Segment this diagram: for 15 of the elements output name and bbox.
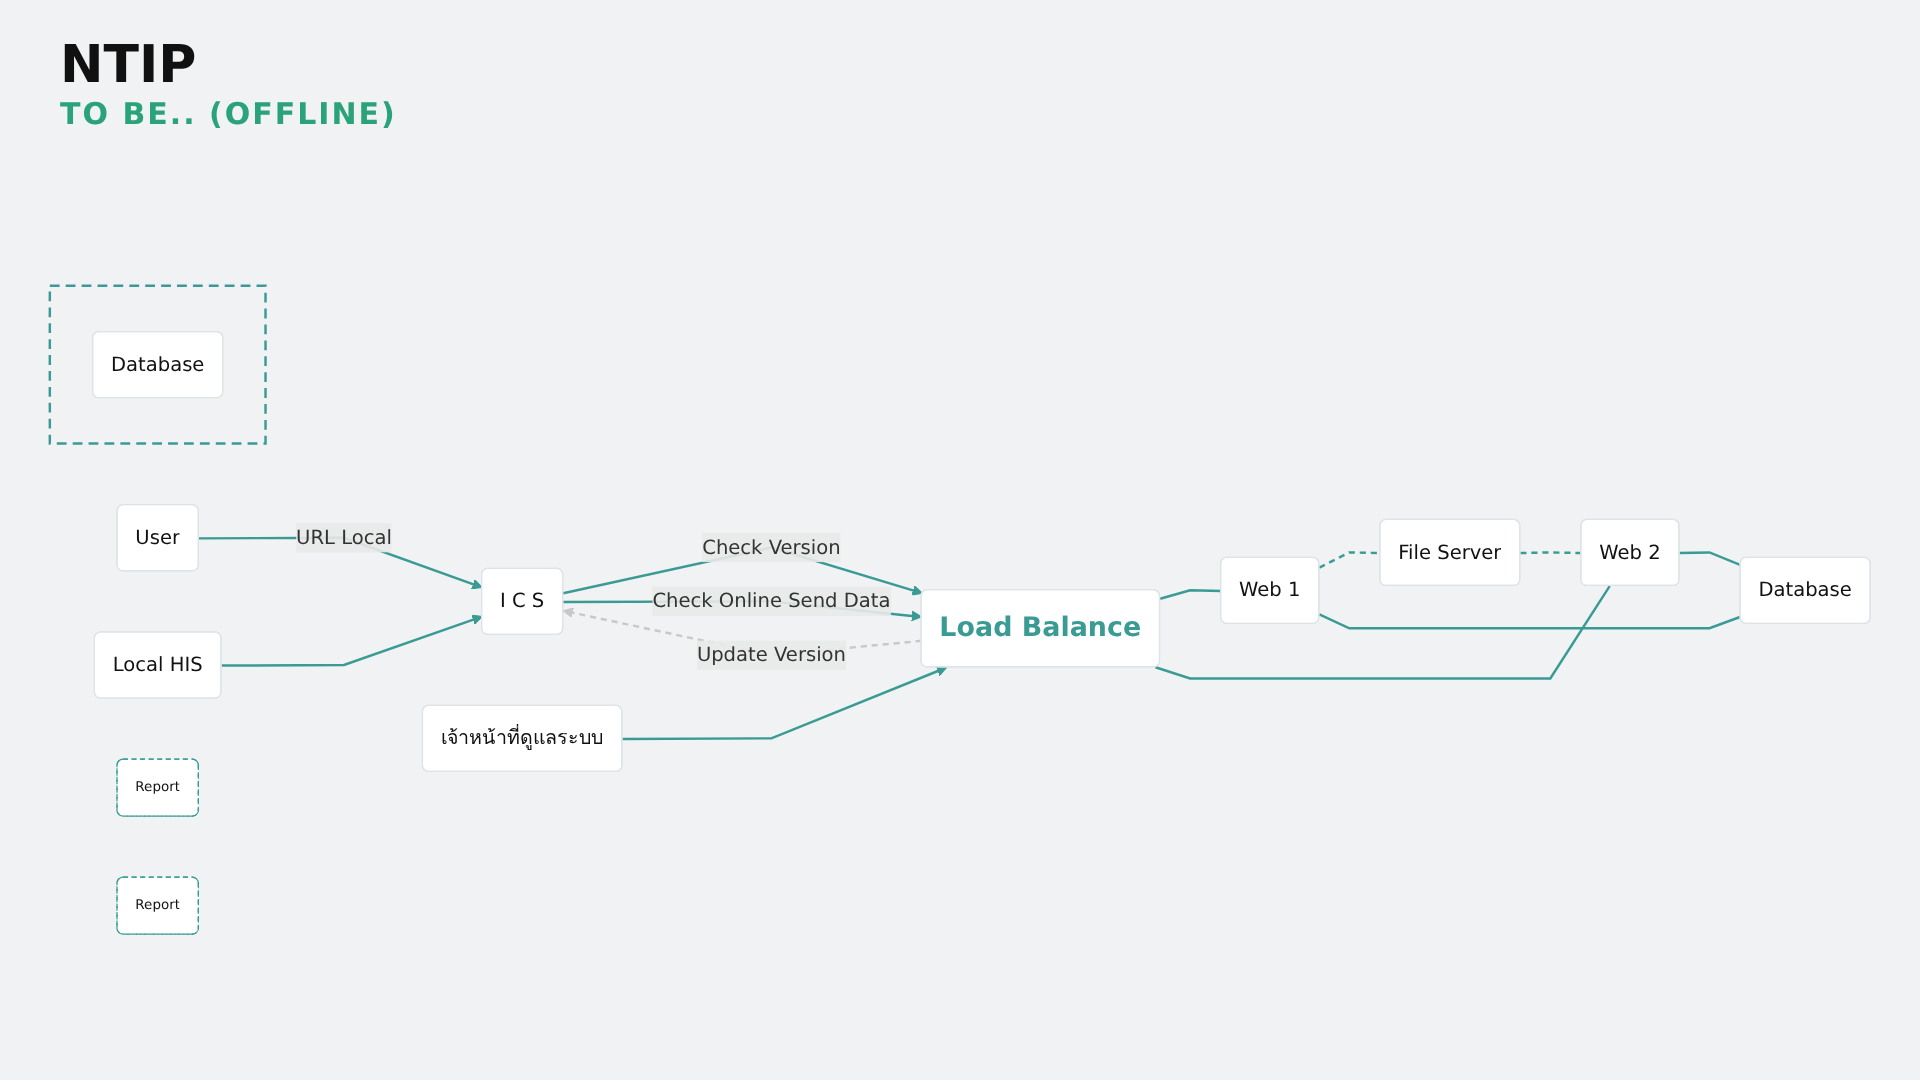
cluster	[48, 284, 267, 445]
connector	[1159, 589, 1222, 600]
diagram-title: NTIP	[60, 36, 199, 96]
edge-label: Check Version	[702, 535, 841, 559]
subtitle-text: TO BE.. (OFFLINE)	[60, 96, 397, 132]
connector	[1318, 613, 1742, 630]
connector	[1318, 551, 1381, 569]
arrow	[622, 666, 948, 741]
connector	[1155, 585, 1611, 680]
arrow	[221, 614, 483, 667]
connector	[1679, 551, 1742, 567]
edge-label: URL Local	[296, 525, 392, 549]
edge-label: Check Online Send Data	[652, 589, 891, 613]
edge-label: Update Version	[696, 643, 846, 667]
connector	[1520, 551, 1582, 555]
